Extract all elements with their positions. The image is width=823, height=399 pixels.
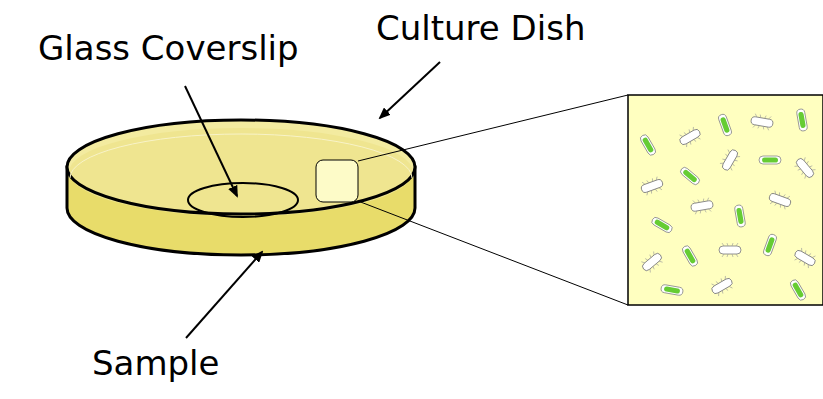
part-label: Sample xyxy=(92,345,219,382)
part-label: Culture Dish xyxy=(376,10,585,47)
part-label: Glass Coverslip xyxy=(38,30,299,67)
